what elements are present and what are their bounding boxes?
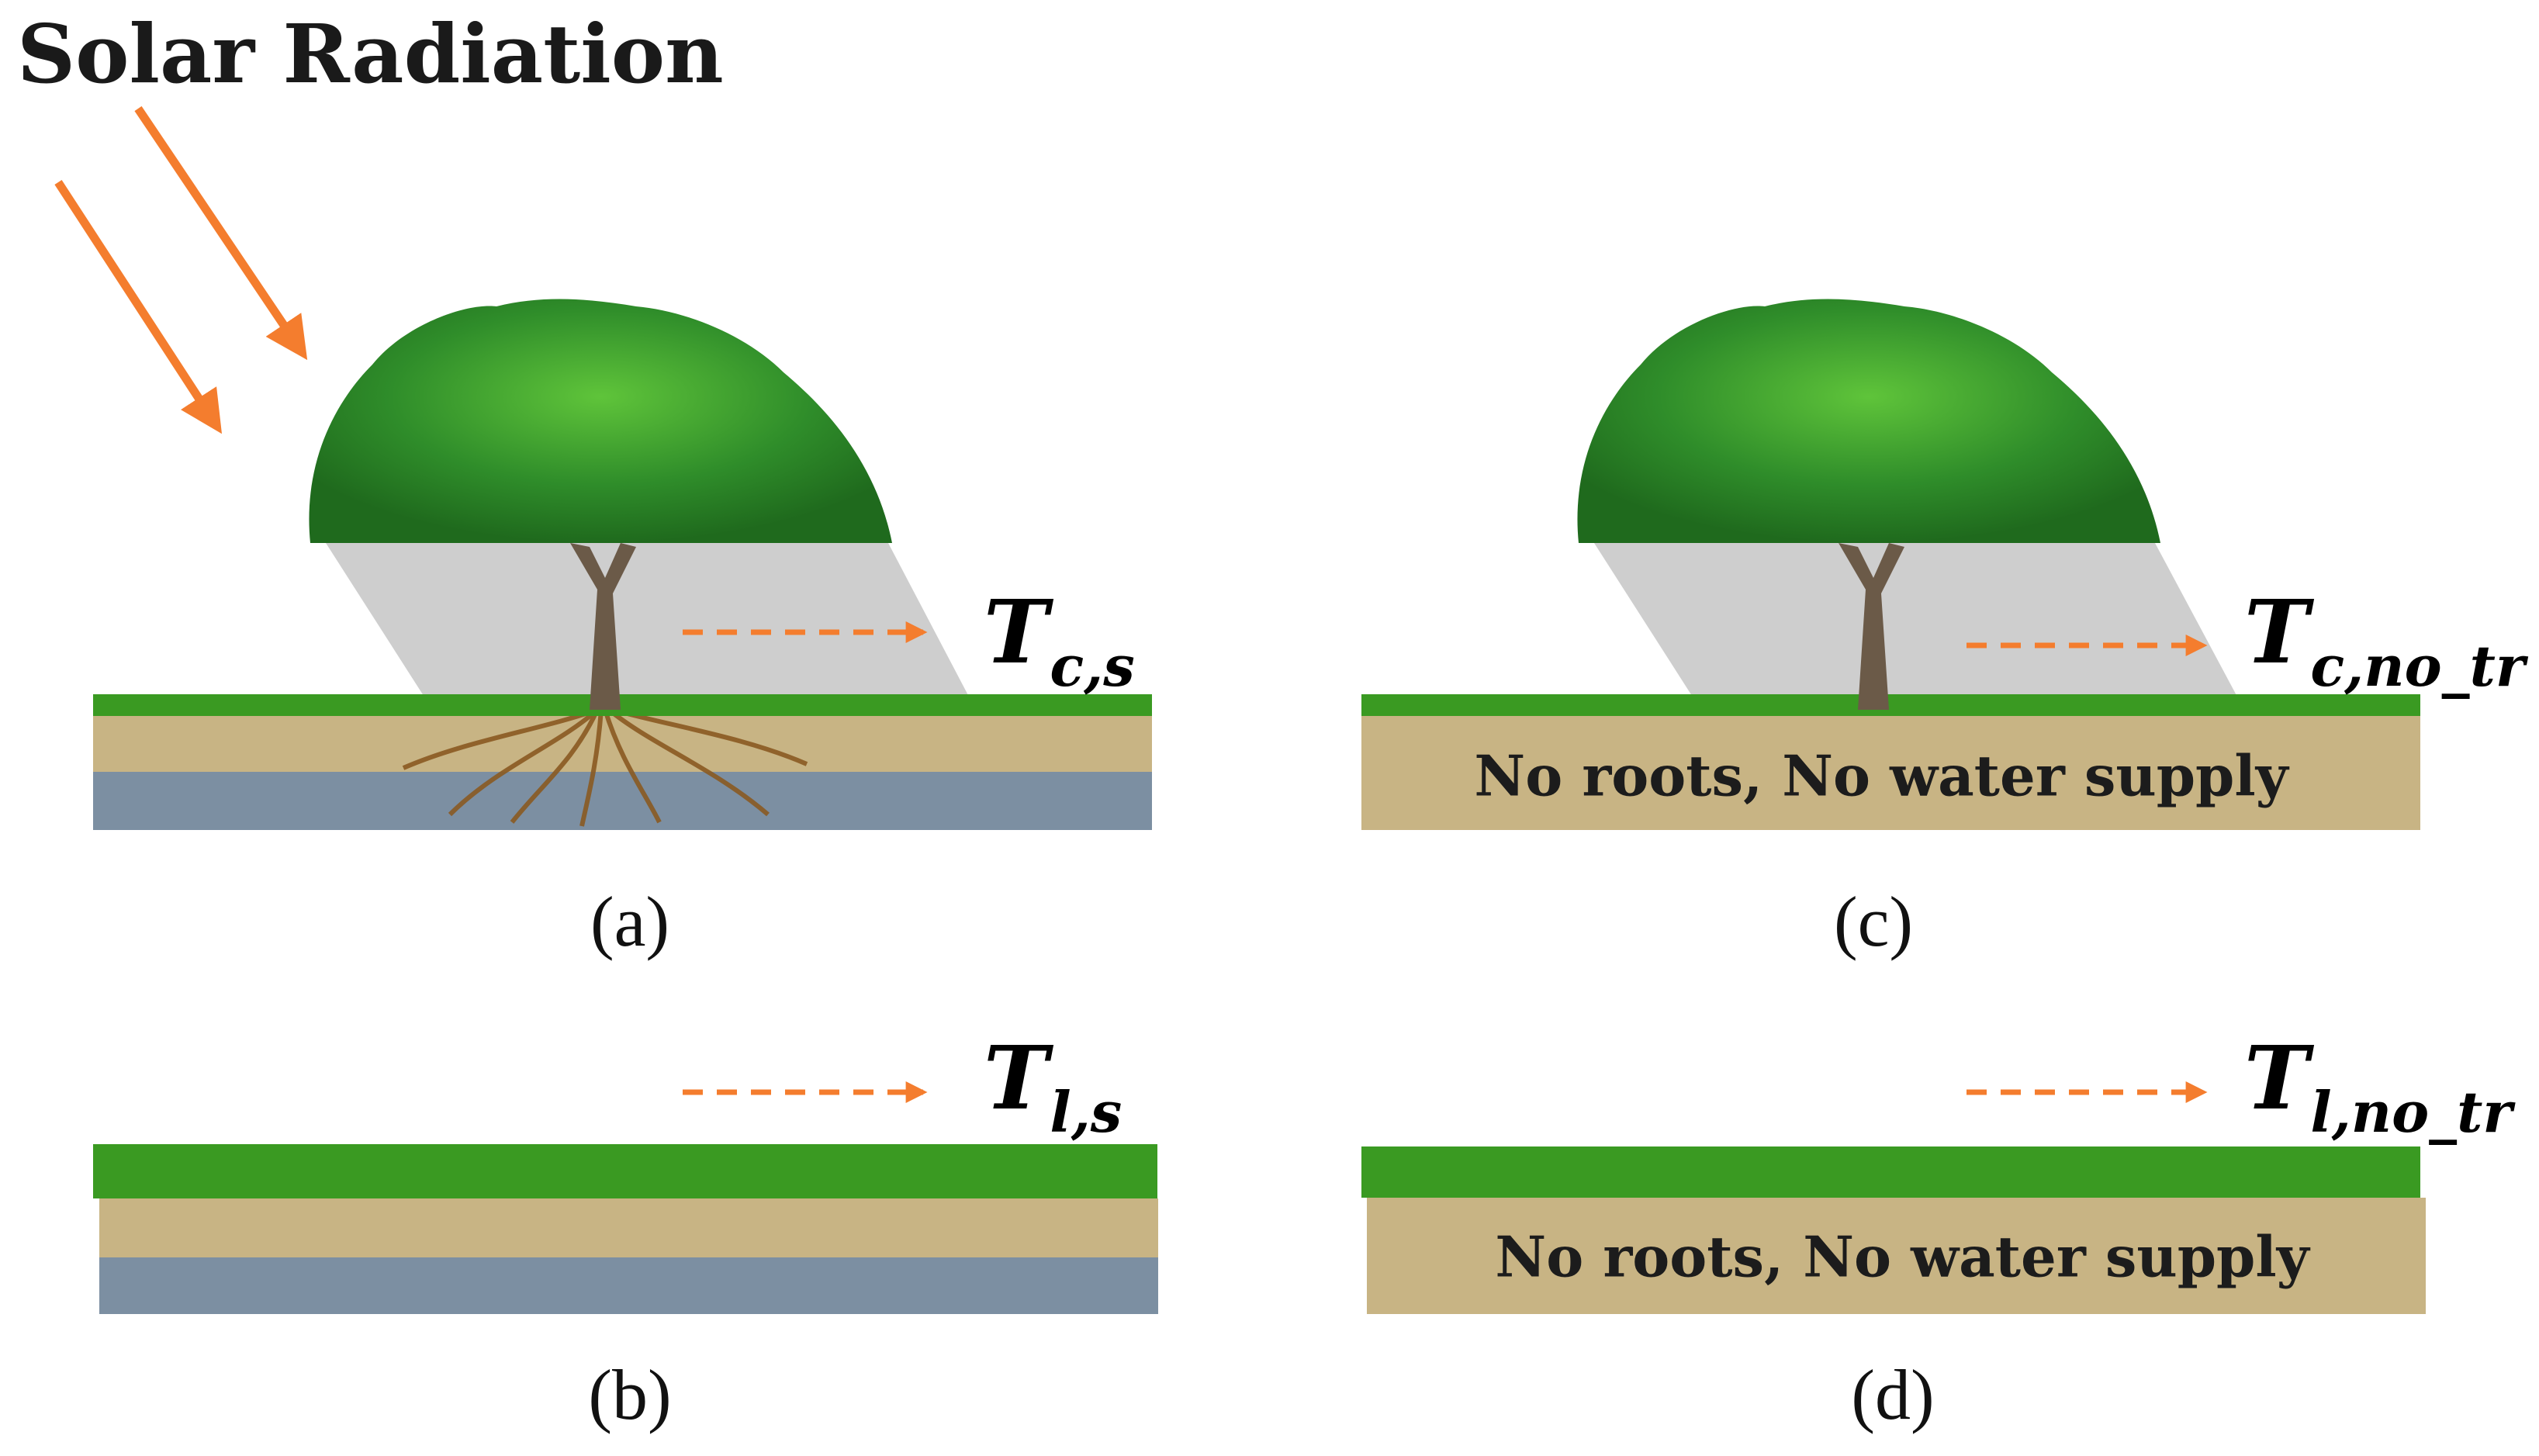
- panel-d: [1361, 1081, 2426, 1314]
- temperature-symbol-d: T: [2244, 1028, 2309, 1129]
- roots-a: [402, 707, 808, 827]
- temperature-label-c: Tc,no_tr: [2244, 590, 2525, 694]
- solar-arrow-2: [54, 179, 223, 434]
- panel-label-d: (d): [1851, 1355, 1935, 1434]
- temperature-subscript-a: c,s: [1050, 633, 1135, 699]
- temperature-symbol-b: T: [984, 1028, 1049, 1129]
- water-layer-b: [99, 1257, 1158, 1314]
- foliage-a: [309, 299, 892, 543]
- water-layer-a: [93, 772, 1152, 830]
- grass-strip-b: [93, 1144, 1157, 1198]
- soil-caption-d: No roots, No water supply: [1495, 1223, 2309, 1290]
- panel-a: [93, 299, 1152, 830]
- panel-label-c: (c): [1833, 882, 1914, 961]
- soil-caption-c: No roots, No water supply: [1474, 742, 2288, 809]
- tree-shadow-c: [1594, 543, 2238, 698]
- trunk-c: [1839, 543, 1904, 710]
- solar-radiation-title: Solar Radiation: [17, 6, 724, 102]
- soil-layer-d: [1367, 1198, 2426, 1314]
- temperature-label-d: Tl,no_tr: [2244, 1036, 2512, 1140]
- temperature-label-a: Tc,s: [984, 590, 1135, 694]
- panel-label-b: (b): [588, 1355, 672, 1434]
- grass-strip-d: [1361, 1146, 2420, 1198]
- temperature-subscript-b: l,s: [1050, 1079, 1122, 1145]
- trunk-a: [570, 543, 636, 710]
- temperature-label-b: Tl,s: [984, 1036, 1122, 1140]
- panel-c: [1361, 299, 2420, 830]
- solar-arrow-1: [134, 105, 308, 361]
- grass-strip-a: [93, 694, 1152, 716]
- foliage-c: [1577, 299, 2160, 543]
- panel-b: [93, 1081, 1158, 1314]
- panel-label-a: (a): [590, 882, 670, 961]
- soil-layer-b: [99, 1198, 1158, 1257]
- temperature-subscript-d: l,no_tr: [2310, 1079, 2513, 1145]
- temperature-subscript-c: c,no_tr: [2310, 633, 2525, 699]
- soil-layer-a: [93, 714, 1152, 772]
- temperature-symbol-a: T: [984, 582, 1049, 683]
- temperature-symbol-c: T: [2244, 582, 2309, 683]
- soil-layer-c: [1361, 714, 2420, 830]
- tree-shadow-a: [326, 543, 970, 698]
- grass-strip-c: [1361, 694, 2420, 716]
